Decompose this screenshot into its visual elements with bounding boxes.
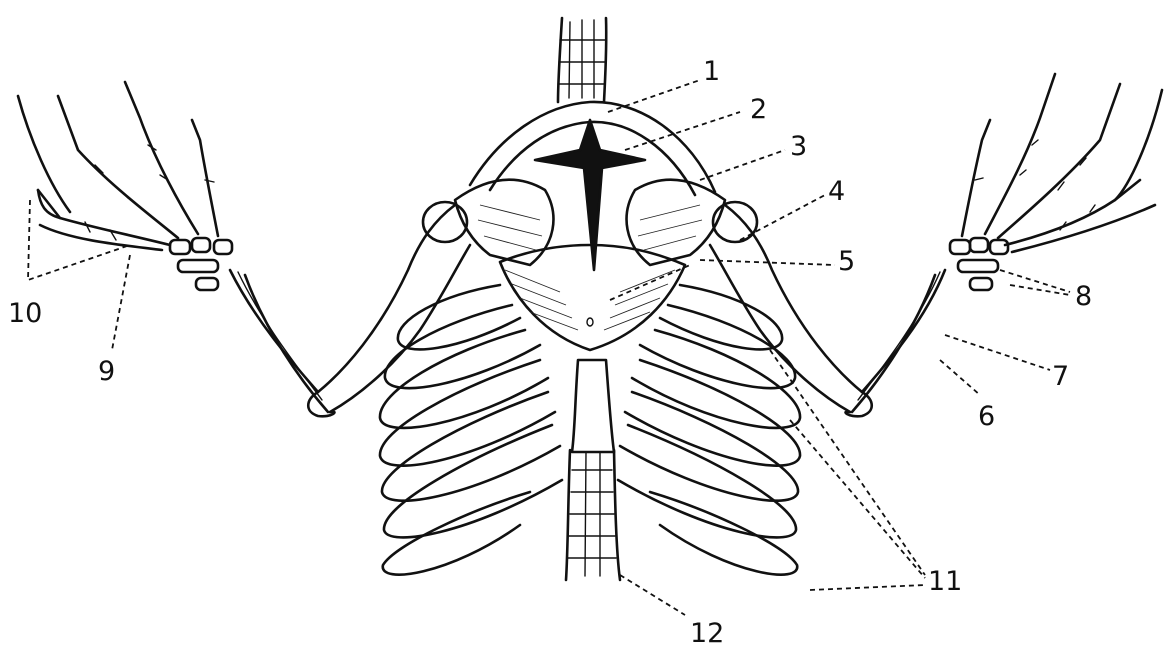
- right-arm: [710, 74, 1162, 416]
- label-6: 6: [978, 401, 995, 432]
- label-1: 1: [703, 56, 720, 87]
- ribs-right: [618, 285, 800, 575]
- label-9: 9: [98, 356, 115, 387]
- label-10: 10: [8, 298, 42, 329]
- label-7: 7: [1052, 361, 1069, 392]
- shoulder-girdle: [455, 102, 725, 452]
- label-2: 2: [750, 94, 767, 125]
- left-arm: [18, 82, 470, 416]
- label-5: 5: [838, 246, 855, 277]
- label-3: 3: [790, 131, 807, 162]
- label-11: 11: [928, 566, 962, 597]
- ribs-left: [380, 285, 562, 575]
- callout-labels: 1 2 3 4 5 6 7 8 9 10 11 12: [8, 56, 1092, 646]
- label-4: 4: [828, 176, 845, 207]
- label-12: 12: [690, 618, 724, 646]
- label-8: 8: [1075, 281, 1092, 312]
